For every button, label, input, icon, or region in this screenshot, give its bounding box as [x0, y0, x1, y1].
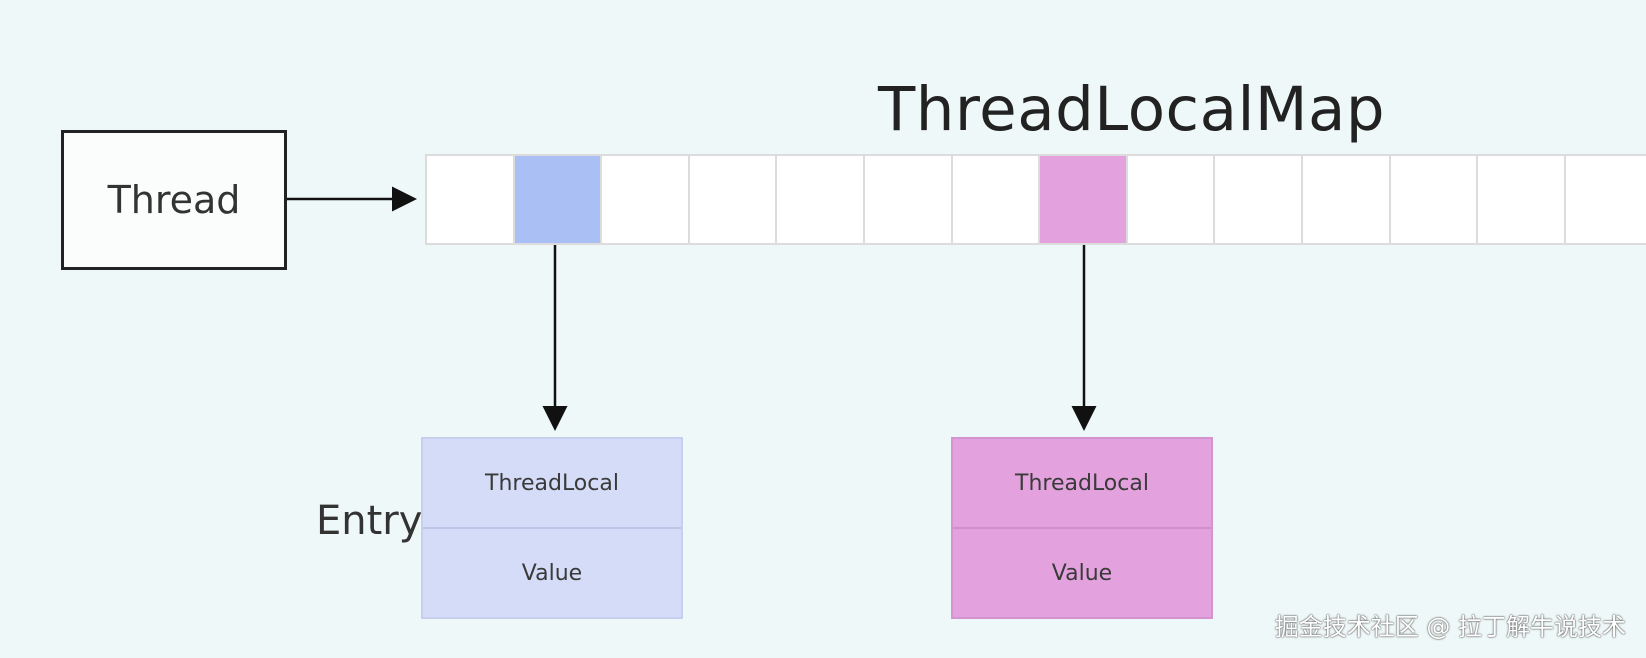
- entry-label: Entry: [316, 498, 423, 544]
- map-slot-empty: [602, 156, 690, 243]
- entry-value-cell: Value: [521, 560, 583, 586]
- map-slot-pink: [1040, 156, 1128, 243]
- entry-key-cell: ThreadLocal: [953, 439, 1211, 529]
- watermark: 掘金技术社区 @ 拉丁解牛说技术: [1274, 613, 1626, 641]
- map-slot-empty: [1302, 156, 1391, 243]
- map-slot-empty: [427, 156, 515, 243]
- map-slot-empty: [1478, 156, 1566, 243]
- map-slot-empty: [1215, 156, 1303, 243]
- entry-box-pink: ThreadLocal Value: [951, 437, 1213, 619]
- map-slot-empty: [864, 156, 953, 243]
- map-slot-empty: [952, 156, 1041, 243]
- entry-value-cell: Value: [1051, 560, 1113, 586]
- entry-key-cell: ThreadLocal: [423, 439, 681, 529]
- map-slot-blue: [514, 156, 603, 243]
- map-slot-empty: [1390, 156, 1479, 243]
- thread-label: Thread: [107, 178, 241, 222]
- entry-box-blue: ThreadLocal Value: [421, 437, 683, 619]
- map-slot-empty: [1565, 156, 1646, 243]
- map-slot-empty: [689, 156, 778, 243]
- map-slot-empty: [777, 156, 865, 243]
- map-title: ThreadLocalMap: [878, 74, 1386, 145]
- thread-box: Thread: [61, 130, 287, 270]
- threadlocalmap-array: [425, 154, 1646, 245]
- map-slot-empty: [1127, 156, 1216, 243]
